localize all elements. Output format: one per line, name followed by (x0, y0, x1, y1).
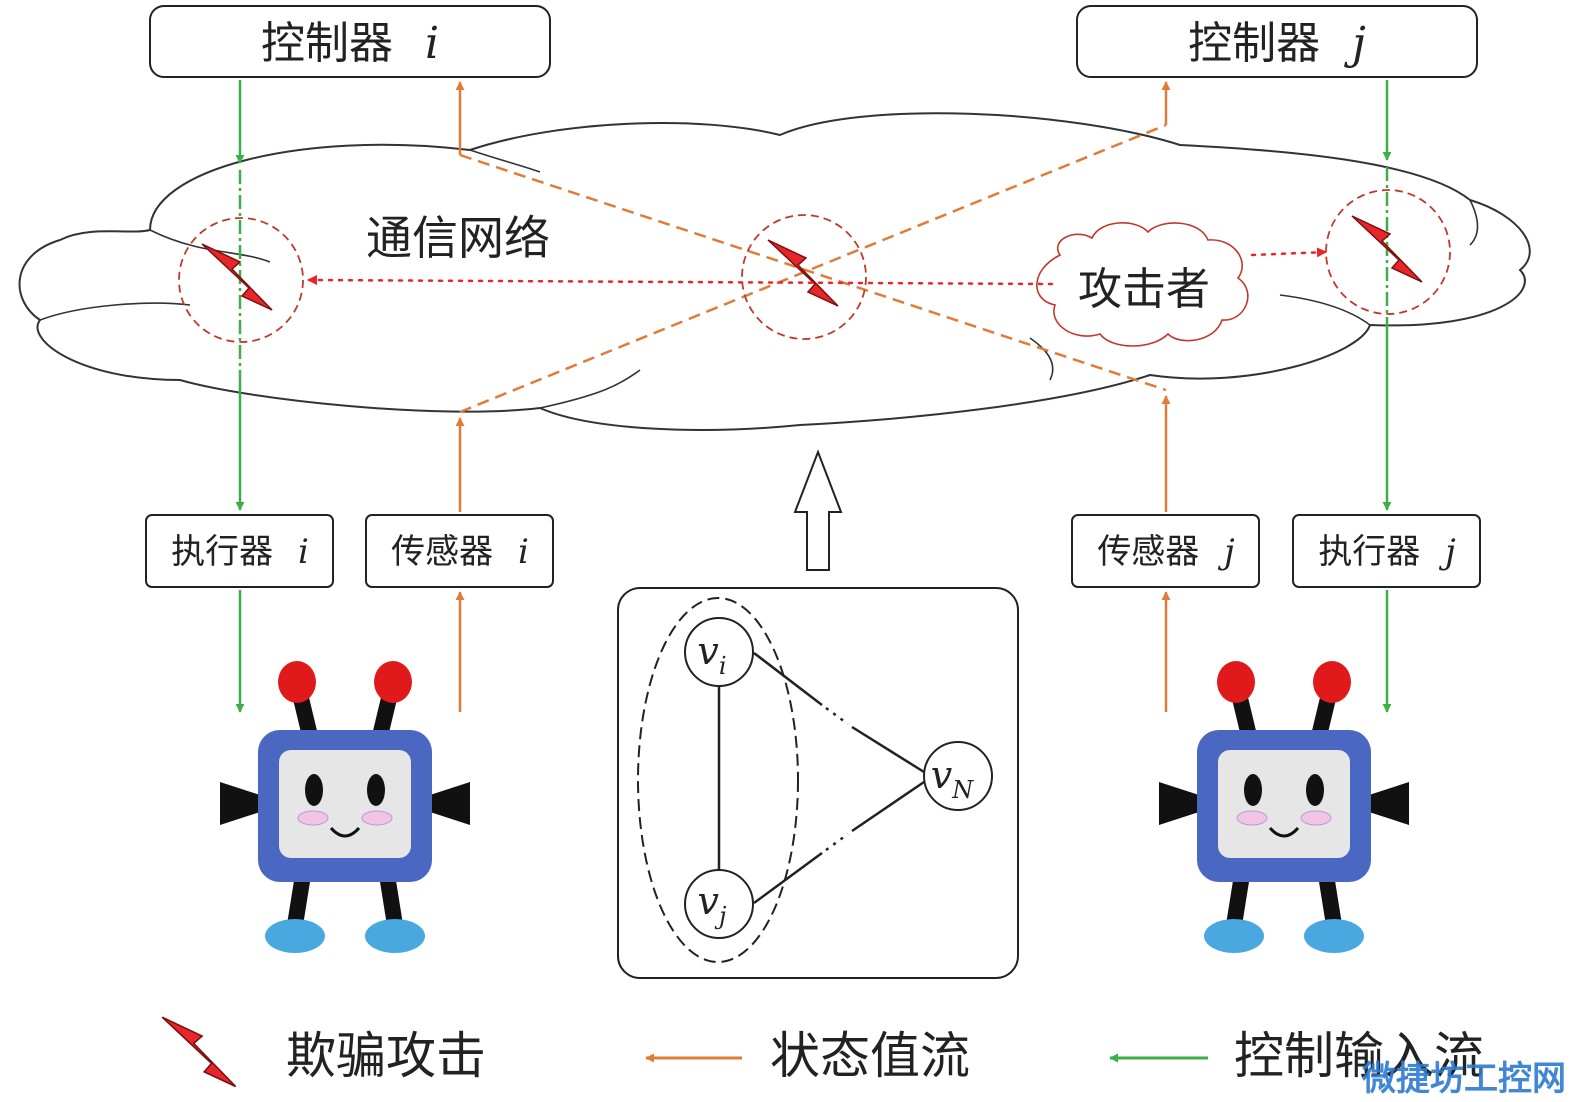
svg-text:传感器 i: 传感器 i (391, 532, 529, 572)
legend: 欺骗攻击 状态值流 控制输入流 (161, 1016, 1484, 1088)
controller-i-var: i (425, 18, 439, 69)
watermark: 微捷坊工控网 (1361, 1059, 1566, 1099)
actuator-i-label: 执行器 (171, 532, 273, 572)
sensor-i-label: 传感器 (391, 532, 493, 572)
hollow-up-arrow (793, 449, 843, 571)
sensor-i-var: i (518, 532, 529, 572)
actuator-i: 执行器 i (145, 514, 334, 588)
attacker-cloud (1036, 222, 1249, 347)
node-vi: vi (684, 617, 754, 687)
attack-point-j (1325, 189, 1451, 315)
node-vn: vN (923, 741, 993, 811)
svg-text:控制器 j: 控制器 j (1188, 18, 1366, 69)
svg-text:执行器 i: 执行器 i (171, 532, 309, 572)
sensor-j: 传感器 j (1071, 514, 1260, 588)
sensor-i: 传感器 i (365, 514, 554, 588)
state-flow-lines (455, 81, 1171, 712)
svg-text:vj: vj (698, 879, 727, 930)
controller-i-label: 控制器 (261, 18, 393, 69)
control-flow-lines (235, 80, 1392, 713)
legend-state-flow: 状态值流 (770, 1027, 970, 1085)
sensor-j-label: 传感器 (1097, 532, 1199, 572)
attack-point-center (741, 214, 867, 340)
svg-text:传感器 j: 传感器 j (1097, 532, 1235, 572)
attacker-label: 攻击者 (1078, 264, 1210, 315)
legend-spoof-attack: 欺骗攻击 (286, 1027, 486, 1085)
network-label: 通信网络 (366, 211, 550, 265)
svg-text:控制器 i: 控制器 i (261, 18, 439, 69)
legend-control-flow: 控制输入流 (1234, 1027, 1484, 1085)
svg-text:vN: vN (931, 753, 974, 804)
actuator-j-label: 执行器 (1318, 532, 1420, 572)
controller-i: 控制器 i (149, 5, 551, 78)
controller-j: 控制器 j (1076, 5, 1478, 78)
attack-paths (306, 247, 1328, 286)
controller-j-label: 控制器 (1188, 18, 1320, 69)
attack-point-i (178, 217, 304, 343)
robot-i (220, 661, 470, 953)
robot-j (1159, 661, 1409, 953)
topology-graph: vi vj vN (617, 587, 1019, 979)
actuator-j: 执行器 j (1292, 514, 1481, 588)
legend-bolt-icon (161, 1016, 237, 1088)
network-cloud (18, 112, 1531, 431)
node-vj: vj (684, 869, 754, 939)
actuator-i-var: i (298, 532, 309, 572)
svg-text:vi: vi (697, 629, 726, 680)
